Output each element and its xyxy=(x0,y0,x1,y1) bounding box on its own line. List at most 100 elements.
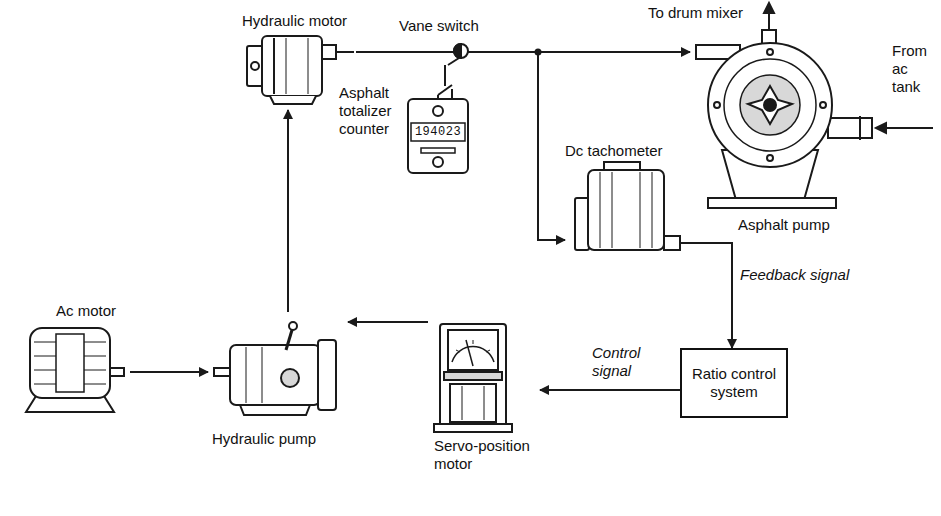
hydraulic-motor-drawing-part xyxy=(273,38,275,94)
component-label: Hydraulic pump xyxy=(212,430,346,448)
servo-motor-drawing-part xyxy=(456,350,460,352)
hydraulic-motor-drawing-part xyxy=(336,51,354,53)
servo-motor-drawing-part xyxy=(444,372,502,380)
flow-label: From ac tank xyxy=(892,42,936,96)
servo-motor-drawing-part xyxy=(473,340,474,344)
component-label: Asphalt pump xyxy=(738,216,868,234)
asphalt-pump-drawing-part xyxy=(724,59,816,151)
component: Hydraulic pump xyxy=(208,312,348,452)
servo-motor-drawing-part xyxy=(462,386,463,420)
component: Asphalt pump xyxy=(690,28,880,238)
connector xyxy=(348,321,428,323)
hydraulic-motor-drawing-part xyxy=(262,36,322,96)
asphalt-pump-drawing-part xyxy=(748,86,792,124)
asphalt-pump-drawing-part xyxy=(876,123,886,133)
servo-motor-drawing-part xyxy=(484,386,485,420)
asphalt-pump-drawing xyxy=(696,3,933,208)
connector xyxy=(130,371,208,373)
servo-motor-drawing-part xyxy=(434,424,512,432)
ac-motor-drawing xyxy=(26,328,124,412)
servo-motor-drawing-part xyxy=(466,340,473,366)
servo-motor-drawing-part xyxy=(452,347,494,362)
hydraulic-motor-drawing-part xyxy=(247,46,263,86)
vane-switch-drawing xyxy=(395,44,505,65)
tachometer-drawing xyxy=(575,162,692,250)
asphalt-pump-drawing-part xyxy=(714,102,720,108)
connector xyxy=(444,65,446,80)
counter-drawing-part xyxy=(451,89,453,99)
servo-motor-drawing-part xyxy=(440,324,506,426)
tachometer-drawing-part xyxy=(575,198,589,250)
hydraulic-pump-drawing xyxy=(214,322,336,415)
asphalt-pump-drawing-part xyxy=(764,3,774,13)
component-label: Hydraulic motor xyxy=(242,12,354,30)
counter-drawing-part xyxy=(438,85,452,95)
connector xyxy=(540,389,680,391)
asphalt-pump-drawing-part xyxy=(740,75,800,135)
servo-motor-drawing-part xyxy=(448,330,498,370)
hydraulic-motor-drawing-part xyxy=(322,45,336,59)
component: Ac motor xyxy=(12,300,130,418)
process-box: Ratio control system xyxy=(680,348,788,418)
hydraulic-motor-drawing-part xyxy=(308,38,309,94)
component: Vane switch xyxy=(395,15,505,65)
tachometer-drawing-part xyxy=(588,170,664,250)
component: Dc tachometer xyxy=(565,140,690,255)
counter-drawing xyxy=(408,80,468,173)
ac-motor-drawing-part xyxy=(30,328,110,398)
tachometer-drawing-part xyxy=(640,172,641,248)
hydraulic-motor-drawing-part xyxy=(286,38,287,94)
servo-motor-drawing-part xyxy=(486,350,490,352)
asphalt-pump-drawing-part xyxy=(768,12,770,30)
servo-motor-drawing xyxy=(434,324,512,432)
tachometer-drawing-part xyxy=(652,172,653,248)
ac-motor-drawing-part xyxy=(84,370,106,371)
vane-switch-drawing-part xyxy=(468,51,505,53)
asphalt-pump-drawing-part xyxy=(859,116,861,140)
counter-drawing-part xyxy=(433,157,443,167)
asphalt-pump-drawing-part xyxy=(767,155,773,161)
connector xyxy=(690,243,732,348)
hydraulic-pump-drawing-part xyxy=(286,330,292,350)
hydraulic-pump-drawing-part xyxy=(230,345,320,405)
asphalt-pump-drawing-part xyxy=(764,99,776,111)
hydraulic-pump-drawing-part xyxy=(240,405,310,415)
signal-label: Control signal xyxy=(590,344,664,380)
asphalt-pump-drawing-part xyxy=(820,102,826,108)
vane-switch-drawing-part xyxy=(454,44,468,58)
counter-drawing-part xyxy=(433,106,443,116)
asphalt-pump-drawing-part xyxy=(767,49,773,55)
counter-reading: 194023 xyxy=(414,125,462,139)
ac-motor-drawing-part xyxy=(84,356,106,357)
ac-motor-drawing-part xyxy=(34,342,56,343)
asphalt-pump-drawing-part xyxy=(708,198,836,208)
hydraulic-pump-drawing-part xyxy=(289,322,297,330)
hydraulic-pump-drawing-part xyxy=(262,347,263,403)
vane-switch-drawing-part xyxy=(454,44,461,58)
ac-motor-drawing-part xyxy=(84,384,106,385)
connector xyxy=(287,110,289,312)
ac-motor-drawing-part xyxy=(56,334,84,392)
component: Servo-position motor xyxy=(428,315,540,485)
flow-label: To drum mixer xyxy=(648,4,766,22)
connector xyxy=(505,52,565,240)
hydraulic-motor-drawing-part xyxy=(251,62,259,70)
ac-motor-drawing-part xyxy=(34,384,56,385)
servo-motor-drawing-part xyxy=(450,384,496,422)
asphalt-pump-drawing-part xyxy=(828,118,872,138)
box-label: Ratio control system xyxy=(690,365,778,401)
component-label: Dc tachometer xyxy=(565,142,687,160)
counter-drawing-part xyxy=(411,123,465,141)
component-label: Asphalt totalizer counter xyxy=(339,84,405,138)
tachometer-drawing-part xyxy=(600,172,601,248)
ac-motor-drawing-part xyxy=(84,342,106,343)
ac-motor-drawing-part xyxy=(110,368,124,376)
junction-dot xyxy=(535,49,542,56)
counter-drawing-part xyxy=(408,99,468,173)
tachometer-drawing-part xyxy=(664,236,680,250)
component: Hydraulic motor xyxy=(232,10,356,110)
tachometer-drawing-part xyxy=(612,172,613,248)
component-label: Ac motor xyxy=(56,302,128,320)
hydraulic-pump-drawing-part xyxy=(281,369,299,387)
